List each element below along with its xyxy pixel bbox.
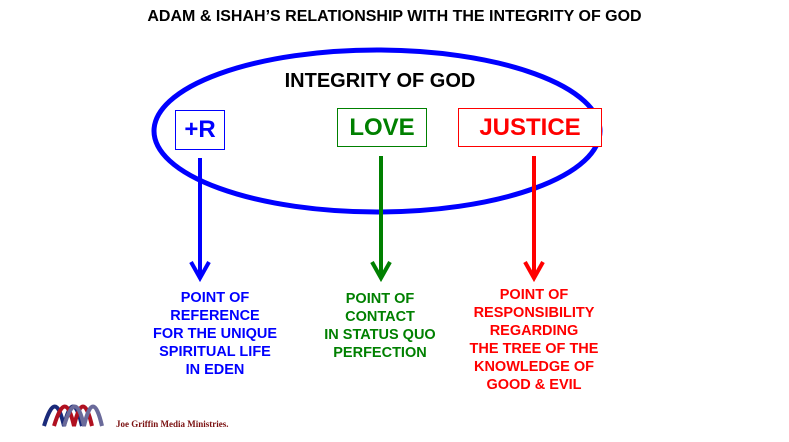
righteousness-description: POINT OF REFERENCE FOR THE UNIQUE SPIRIT…	[135, 289, 295, 379]
ministry-name: Joe Griffin Media Ministries.	[116, 419, 229, 429]
desc-line: POINT OF	[499, 287, 569, 303]
desc-line: PERFECTION	[333, 345, 427, 361]
desc-line: THE TREE OF THE	[469, 341, 599, 357]
desc-line: IN STATUS QUO	[324, 327, 436, 343]
desc-line: KNOWLEDGE OF	[473, 359, 595, 375]
desc-line: CONTACT	[345, 309, 415, 325]
desc-line: SPIRITUAL LIFE	[159, 344, 271, 360]
arrow-righteousness	[189, 158, 211, 283]
arrow-love	[370, 156, 392, 283]
ellipse-label: INTEGRITY OF GOD	[284, 70, 476, 92]
desc-line: POINT OF	[180, 290, 250, 306]
righteousness-box: +R	[175, 110, 225, 150]
desc-line: IN EDEN	[185, 362, 245, 378]
desc-line: REFERENCE	[170, 308, 260, 324]
justice-description: POINT OF RESPONSIBILITY REGARDING THE TR…	[449, 286, 619, 394]
ministry-logo	[42, 404, 104, 427]
justice-box: JUSTICE	[458, 108, 602, 147]
slide-title: ADAM & ISHAH’S RELATIONSHIP WITH THE INT…	[147, 8, 642, 25]
desc-line: REGARDING	[489, 323, 579, 339]
love-description: POINT OF CONTACT IN STATUS QUO PERFECTIO…	[300, 290, 460, 362]
desc-line: GOOD & EVIL	[486, 377, 582, 393]
desc-line: RESPONSIBILITY	[473, 305, 595, 321]
arrow-justice	[523, 156, 545, 283]
desc-line: FOR THE UNIQUE	[152, 326, 278, 342]
love-box: LOVE	[337, 108, 427, 147]
desc-line: POINT OF	[345, 291, 415, 307]
